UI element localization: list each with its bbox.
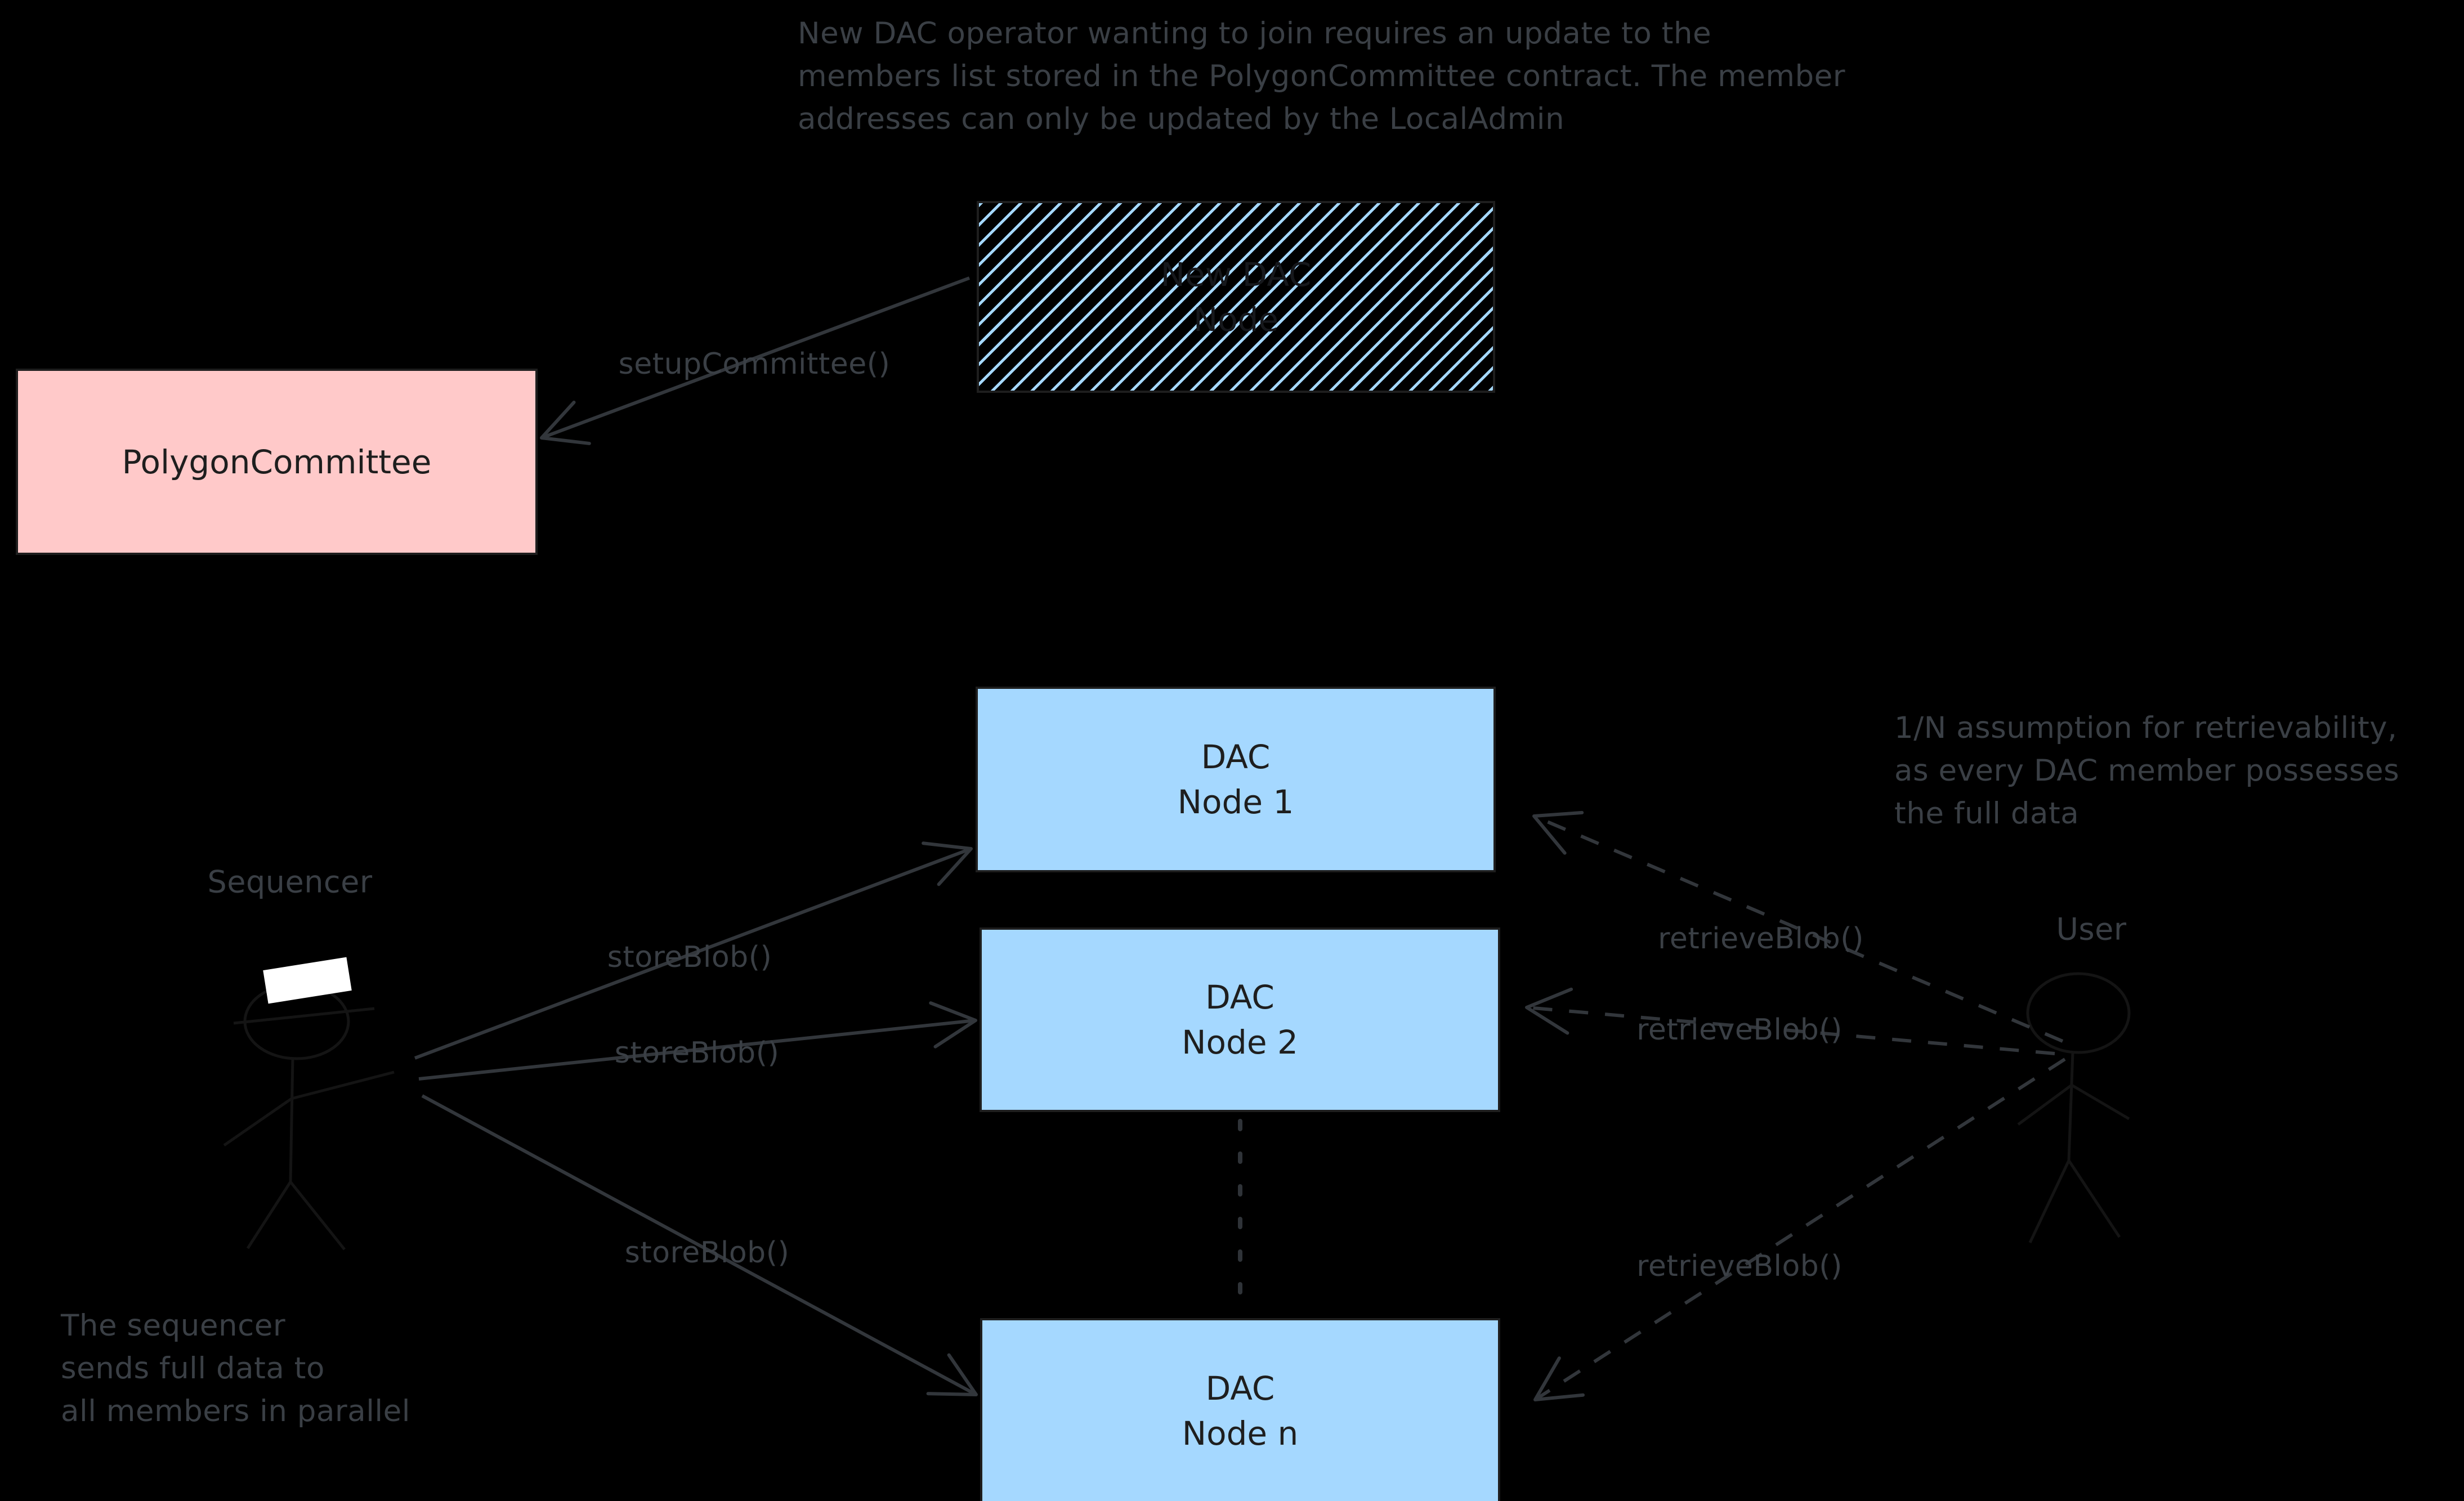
dac-node-1-box[interactable]: DAC Node 1 [976, 687, 1496, 872]
sequencer-arm-left [223, 1097, 293, 1147]
note-one-of-n-assumption: 1/N assumption for retrievability, as ev… [1894, 707, 2399, 835]
note-line: New DAC operator wanting to join require… [798, 16, 1712, 51]
dac-node-n-label: DAC Node n [1182, 1369, 1299, 1453]
sequencer-figure[interactable] [223, 957, 395, 1251]
store-blob-arrow-1 [414, 841, 973, 1060]
note-line: 1/N assumption for retrievability, [1894, 711, 2398, 745]
store-blob-label-1: storeBlob() [607, 940, 772, 974]
user-label: User [2056, 911, 2127, 947]
user-figure[interactable] [2017, 972, 2131, 1244]
note-line: addresses can only be updated by the Loc… [798, 102, 1565, 136]
user-body [2067, 1052, 2074, 1161]
user-leg-left [2028, 1159, 2071, 1244]
user-head [2026, 972, 2131, 1054]
retrieve-blob-arrow-1 [1532, 810, 2064, 1043]
note-line: all members in parallel [61, 1394, 410, 1428]
note-line: members list stored in the PolygonCommit… [798, 59, 1846, 93]
user-leg-right [2067, 1159, 2121, 1238]
user-arm-right [2071, 1083, 2130, 1121]
user-arm-left [2017, 1083, 2073, 1126]
retrieve-blob-arrow-3 [1533, 1058, 2066, 1401]
retrieve-blob-label-3: retrieveBlob() [1636, 1249, 1843, 1283]
sequencer-body [289, 1058, 294, 1182]
polygon-committee-label: PolygonCommittee [122, 442, 432, 481]
note-line: sends full data to [61, 1351, 325, 1386]
dac-node-2-box[interactable]: DAC Node 2 [980, 928, 1500, 1112]
retrieve-blob-label-2: retrieveBlob() [1636, 1013, 1843, 1047]
sequencer-leg-right [289, 1181, 346, 1251]
note-line: The sequencer [61, 1309, 286, 1343]
setup-committee-label: setupCommittee() [618, 347, 891, 381]
retrieve-blob-arrow-2 [1525, 987, 2055, 1055]
dac-node-1-label: DAC Node 1 [1177, 738, 1294, 821]
store-blob-label-3: storeBlob() [624, 1236, 790, 1270]
note-sequencer-parallel: The sequencer sends full data to all mem… [61, 1305, 410, 1433]
store-blob-label-2: storeBlob() [614, 1036, 780, 1070]
retrieve-blob-label-1: retrieveBlob() [1658, 922, 1864, 956]
note-line: the full data [1894, 796, 2080, 831]
dac-node-2-label: DAC Node 2 [1182, 978, 1298, 1061]
setup-committee-arrow [540, 276, 971, 445]
note-line: as every DAC member possesses [1894, 754, 2400, 788]
new-dac-node-label: New DAC Node [1160, 255, 1312, 339]
polygon-committee-box[interactable]: PolygonCommittee [16, 369, 538, 555]
sequencer-leg-left [246, 1181, 292, 1249]
sequencer-hat [263, 957, 352, 1004]
sequencer-label: Sequencer [207, 864, 373, 900]
sequencer-arm-right [291, 1070, 395, 1100]
store-blob-arrow-2 [418, 1001, 977, 1081]
dac-node-n-box[interactable]: DAC Node n [980, 1318, 1500, 1501]
store-blob-arrow-3 [421, 1094, 978, 1396]
new-dac-node-box[interactable]: New DAC Node [977, 201, 1495, 393]
sequencer-hat-brim [233, 1007, 375, 1025]
note-new-dac-operator: New DAC operator wanting to join require… [798, 12, 1845, 141]
